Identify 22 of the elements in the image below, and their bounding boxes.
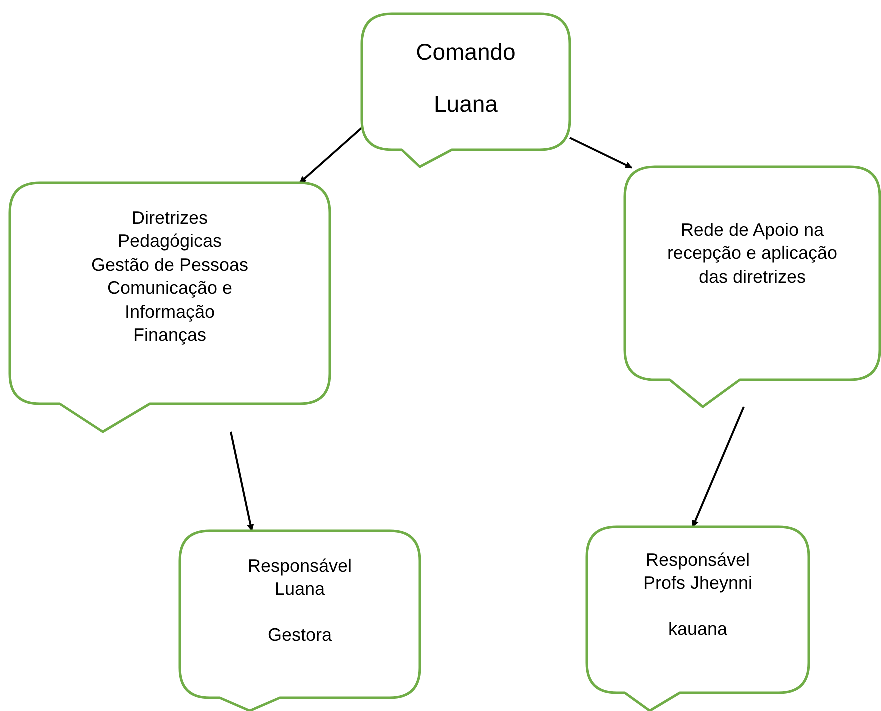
arrow — [230, 432, 254, 532]
callout-box — [587, 527, 809, 711]
box-text: kauana — [668, 618, 728, 641]
arrow — [570, 137, 633, 169]
box-text: Comunicação e Informação — [106, 277, 234, 324]
callout-box — [10, 183, 330, 432]
box-text: Comando — [416, 38, 516, 67]
box-text: Profs Jheynni — [643, 572, 753, 596]
callout-box — [362, 14, 570, 167]
box-text: Responsável — [646, 549, 750, 572]
box-text: Rede de Apoio na recepção e aplicação das diretrizes — [666, 219, 839, 289]
arrow — [692, 406, 745, 528]
box-text: Luana — [274, 578, 326, 602]
box-text: Diretrizes Pedagógicas — [116, 207, 224, 254]
callout-box — [625, 167, 880, 407]
arrow — [299, 127, 363, 184]
callout-box — [180, 531, 420, 711]
box-text: Gestora — [268, 624, 332, 647]
box-text: Finanças — [133, 324, 207, 347]
box-text: Responsável — [248, 555, 352, 578]
box-text: Luana — [434, 90, 498, 119]
box-text: Gestão de Pessoas — [91, 254, 249, 277]
